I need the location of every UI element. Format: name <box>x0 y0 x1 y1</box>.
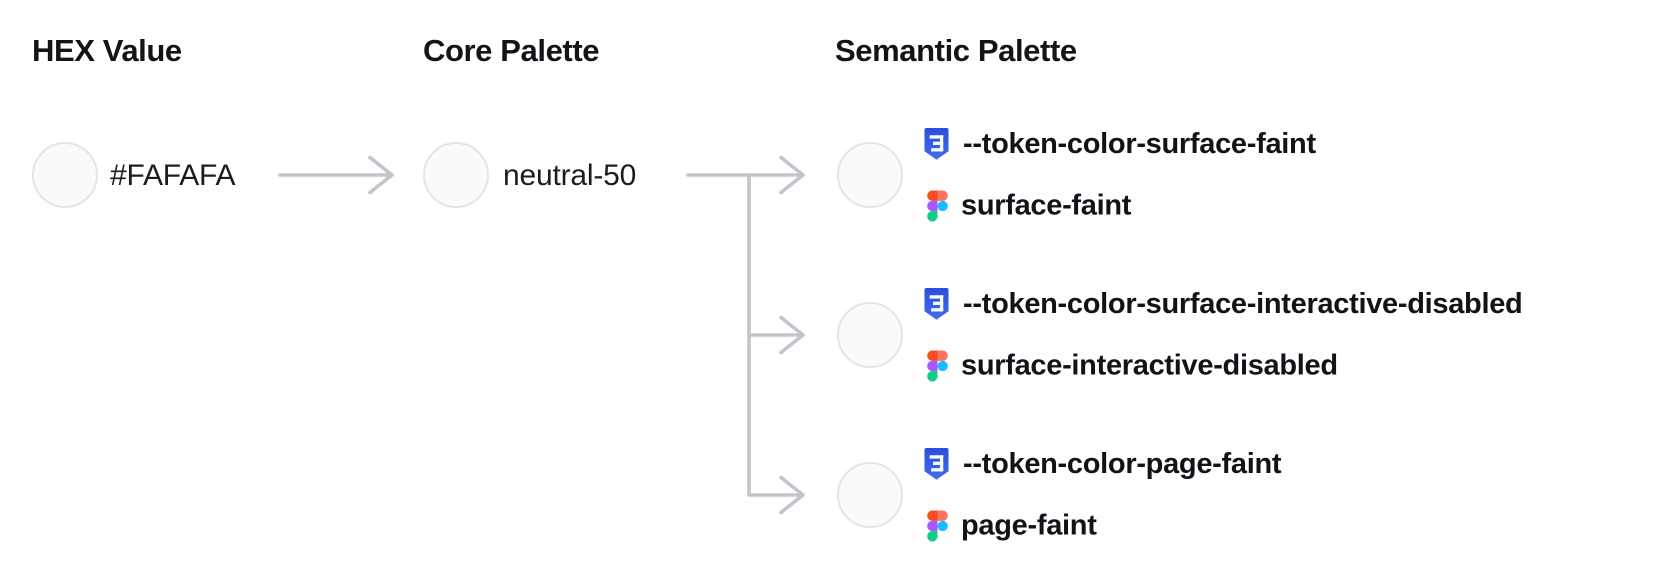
semantic-color-swatch <box>837 142 903 208</box>
css-token-row: --token-color-page-faint <box>923 447 1282 481</box>
figma-token-row: surface-faint <box>927 190 1131 223</box>
css-token-row: --token-color-surface-faint <box>923 127 1316 161</box>
core-palette-label: neutral-50 <box>503 159 637 192</box>
arrow-head-semantic-1 <box>779 155 805 195</box>
column-header-core-palette: Core Palette <box>423 33 600 68</box>
css-token-label: --token-color-page-faint <box>963 447 1282 480</box>
figma-token-label: surface-faint <box>961 189 1132 222</box>
semantic-color-swatch <box>837 462 903 528</box>
hex-color-swatch <box>32 142 98 208</box>
figma-logo-icon <box>927 190 948 222</box>
arrow-head-semantic-3 <box>779 475 805 515</box>
css3-shield-icon <box>924 128 949 160</box>
hex-value-label: #FAFAFA <box>110 159 236 192</box>
css-token-label: --token-color-surface-faint <box>963 127 1316 160</box>
arrow-head-semantic-2 <box>779 315 805 355</box>
figma-token-label: surface-interactive-disabled <box>961 349 1338 382</box>
figma-logo-icon <box>927 510 948 542</box>
core-color-swatch <box>423 142 489 208</box>
column-header-hex-value: HEX Value <box>32 33 182 68</box>
css3-shield-icon <box>924 288 949 320</box>
figma-token-row: surface-interactive-disabled <box>927 350 1338 383</box>
figma-token-label: page-faint <box>961 509 1097 542</box>
css-token-row: --token-color-surface-interactive-disabl… <box>923 287 1523 321</box>
css-token-label: --token-color-surface-interactive-disabl… <box>963 287 1523 320</box>
figma-logo-icon <box>927 350 948 382</box>
arrow-head-hex-to-core <box>368 155 394 195</box>
column-header-semantic-palette: Semantic Palette <box>835 33 1077 68</box>
semantic-color-swatch <box>837 302 903 368</box>
figma-token-row: page-faint <box>927 510 1097 543</box>
branch-line-vertical <box>747 173 803 497</box>
css3-shield-icon <box>924 448 949 480</box>
